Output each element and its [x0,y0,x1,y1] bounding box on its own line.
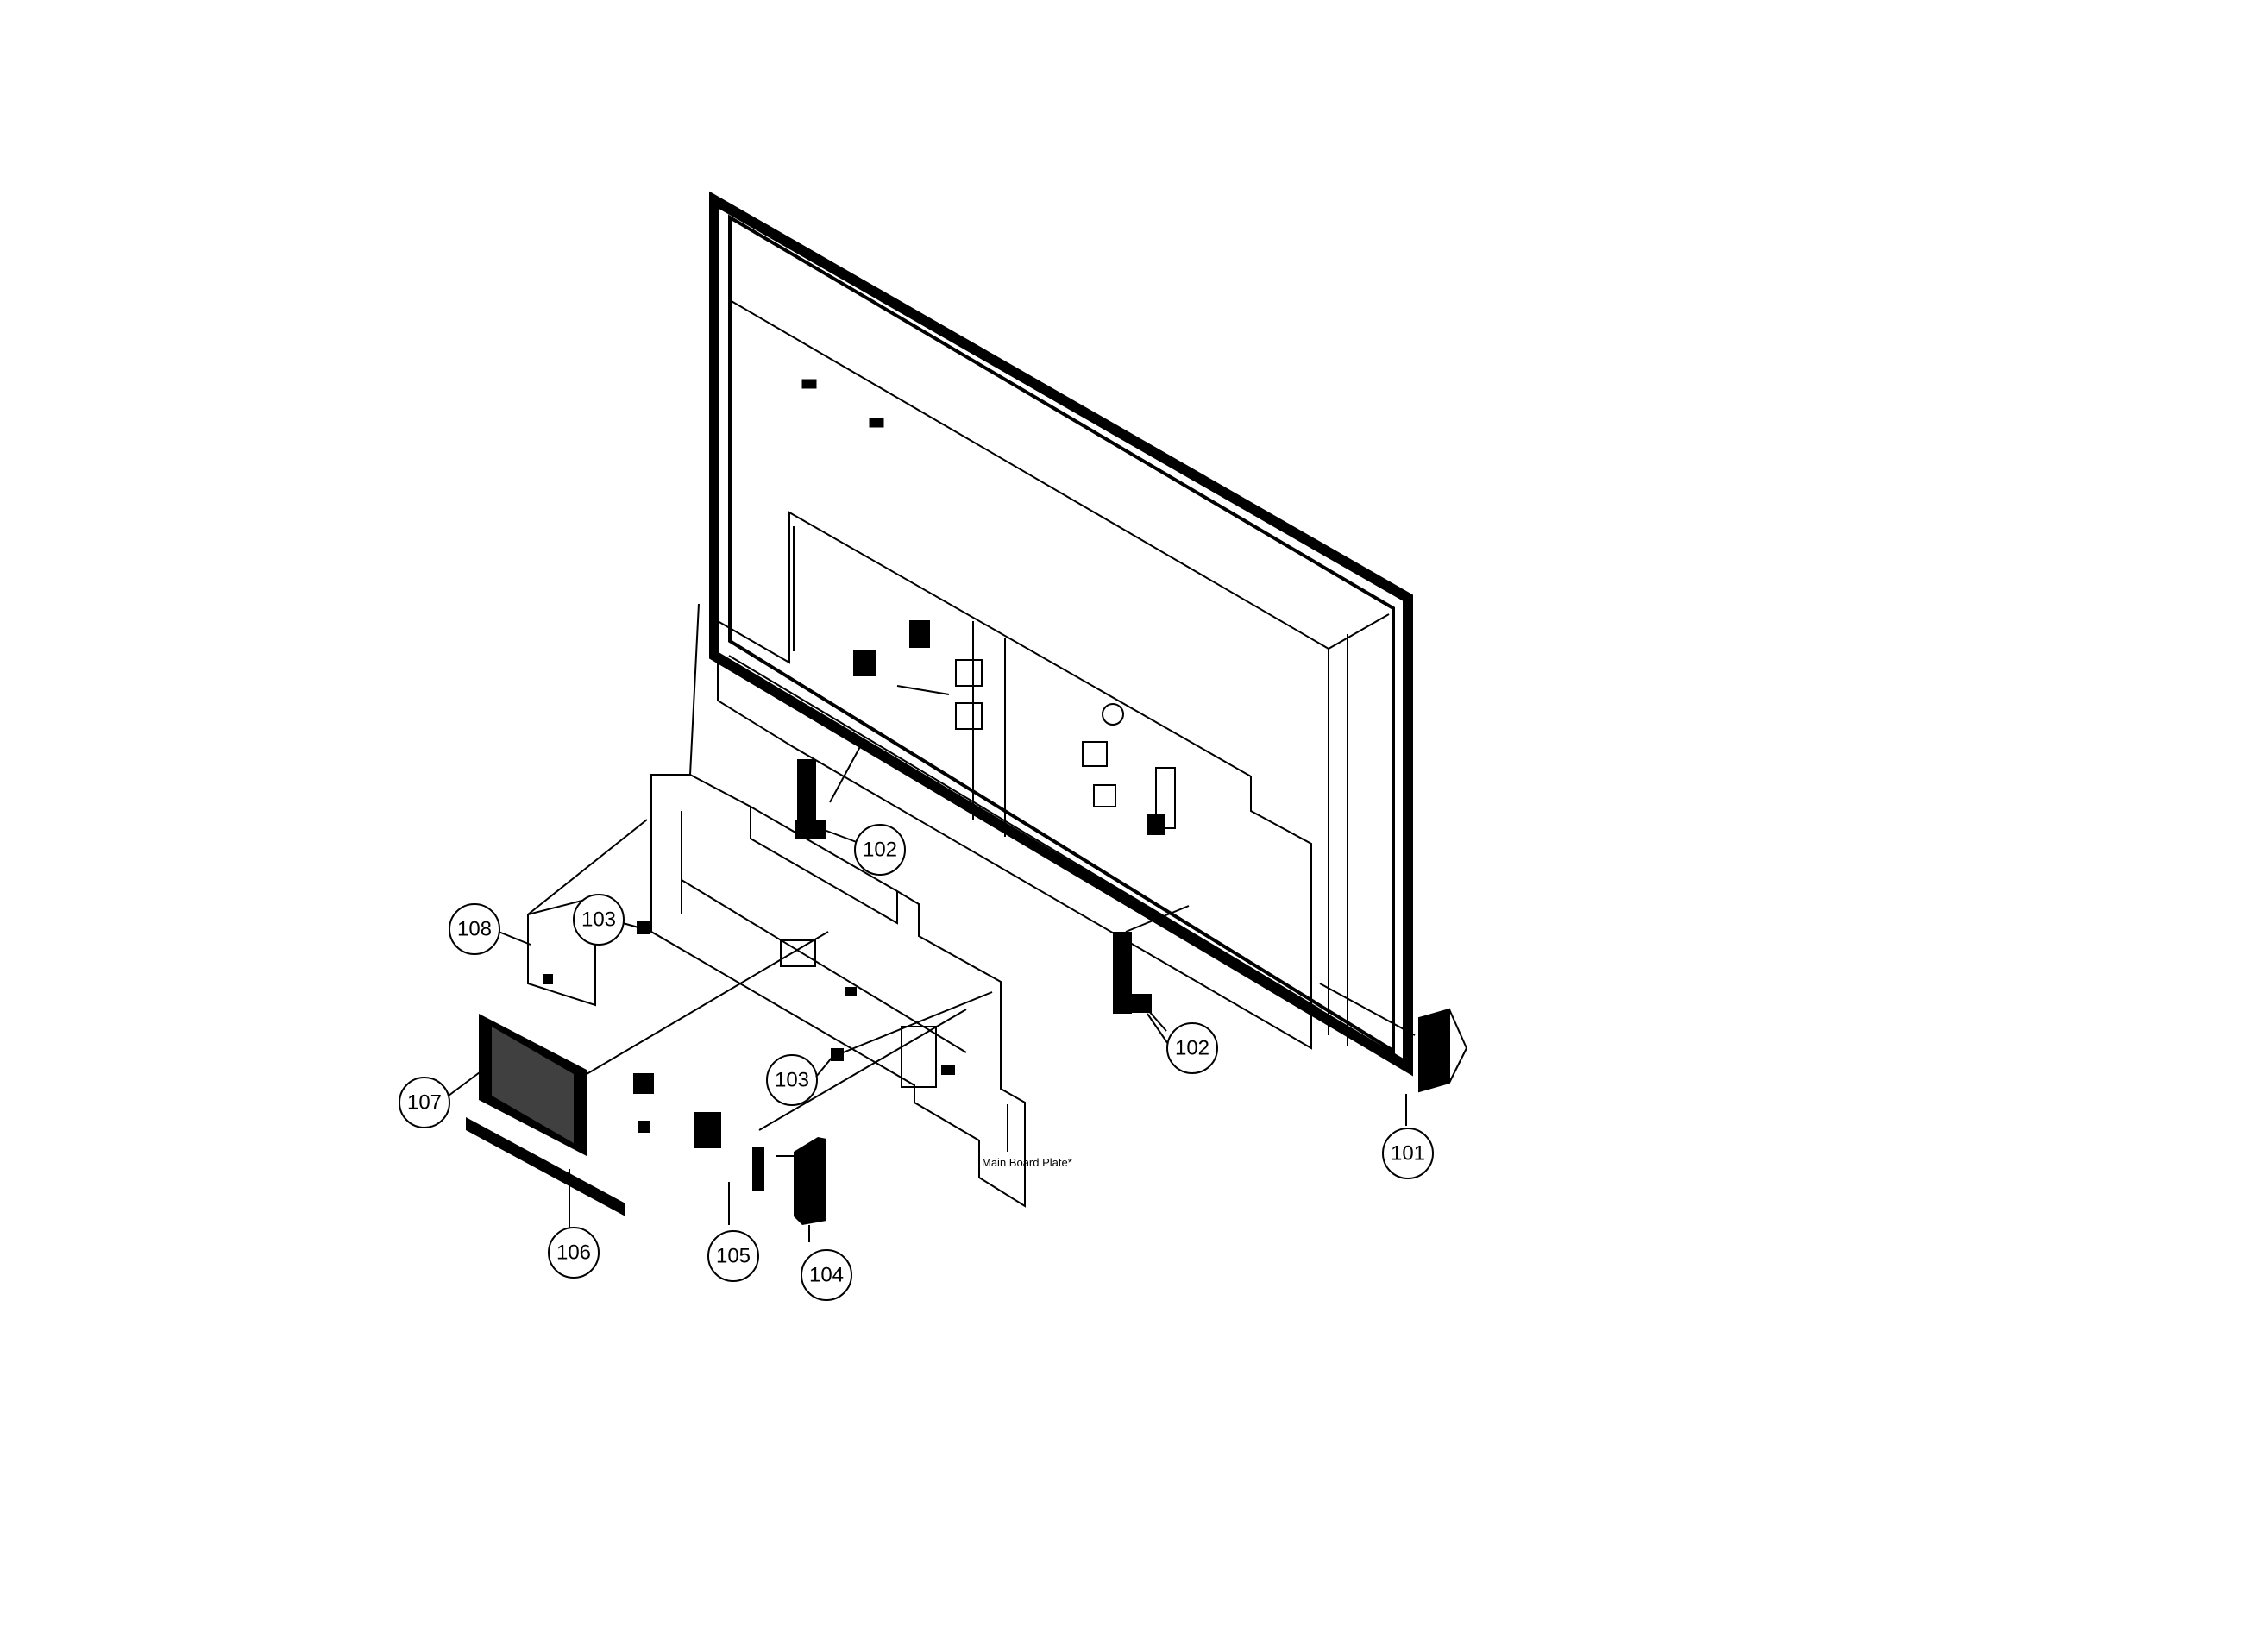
callout-circle-106 [548,1227,600,1279]
callout-circle-102-upper [854,824,906,876]
callout-label-101: 101 [1391,1142,1425,1166]
callout-label-103-lower: 103 [775,1069,809,1092]
callout-label-108: 108 [457,918,492,941]
callouts [399,824,1434,1301]
callout-circle-101 [1382,1128,1434,1179]
part-104-part [752,1137,826,1242]
callout-circle-102-lower [1166,1022,1218,1074]
callout-label-105: 105 [716,1245,751,1268]
callout-circle-108 [449,903,500,955]
part-108-board [527,819,648,1007]
leader-lines [448,922,1169,1096]
part-107-board [479,931,829,1156]
callout-labels: 101 102 102 103 103 104 105 106 107 108 [407,839,1425,1287]
main-board-plate [650,603,1026,1208]
part-102-lower [1113,905,1190,1032]
callout-circle-103-lower [766,1054,818,1106]
callout-label-103-upper: 103 [581,908,616,932]
callout-label-102-lower: 102 [1175,1037,1209,1060]
part-101-terminal [1319,983,1467,1126]
callout-label-104: 104 [809,1264,844,1287]
callout-label-106: 106 [556,1241,591,1265]
callout-label-102-upper: 102 [863,839,897,862]
part-106-bar [466,1117,625,1229]
main-board-mounted [717,511,1321,1050]
callout-circle-105 [707,1230,759,1282]
callout-circle-107 [399,1077,450,1128]
tv-rear-cover [709,191,1413,1077]
part-103-lower [831,991,993,1061]
part-103-upper [637,921,650,934]
callout-circle-103-upper [573,894,625,946]
callout-label-107: 107 [407,1091,442,1115]
part-105-board [633,1009,967,1225]
main-board-plate-label: Main Board Plate* [982,1156,1072,1169]
part-102-upper [795,741,864,845]
callout-circle-104 [801,1249,852,1301]
